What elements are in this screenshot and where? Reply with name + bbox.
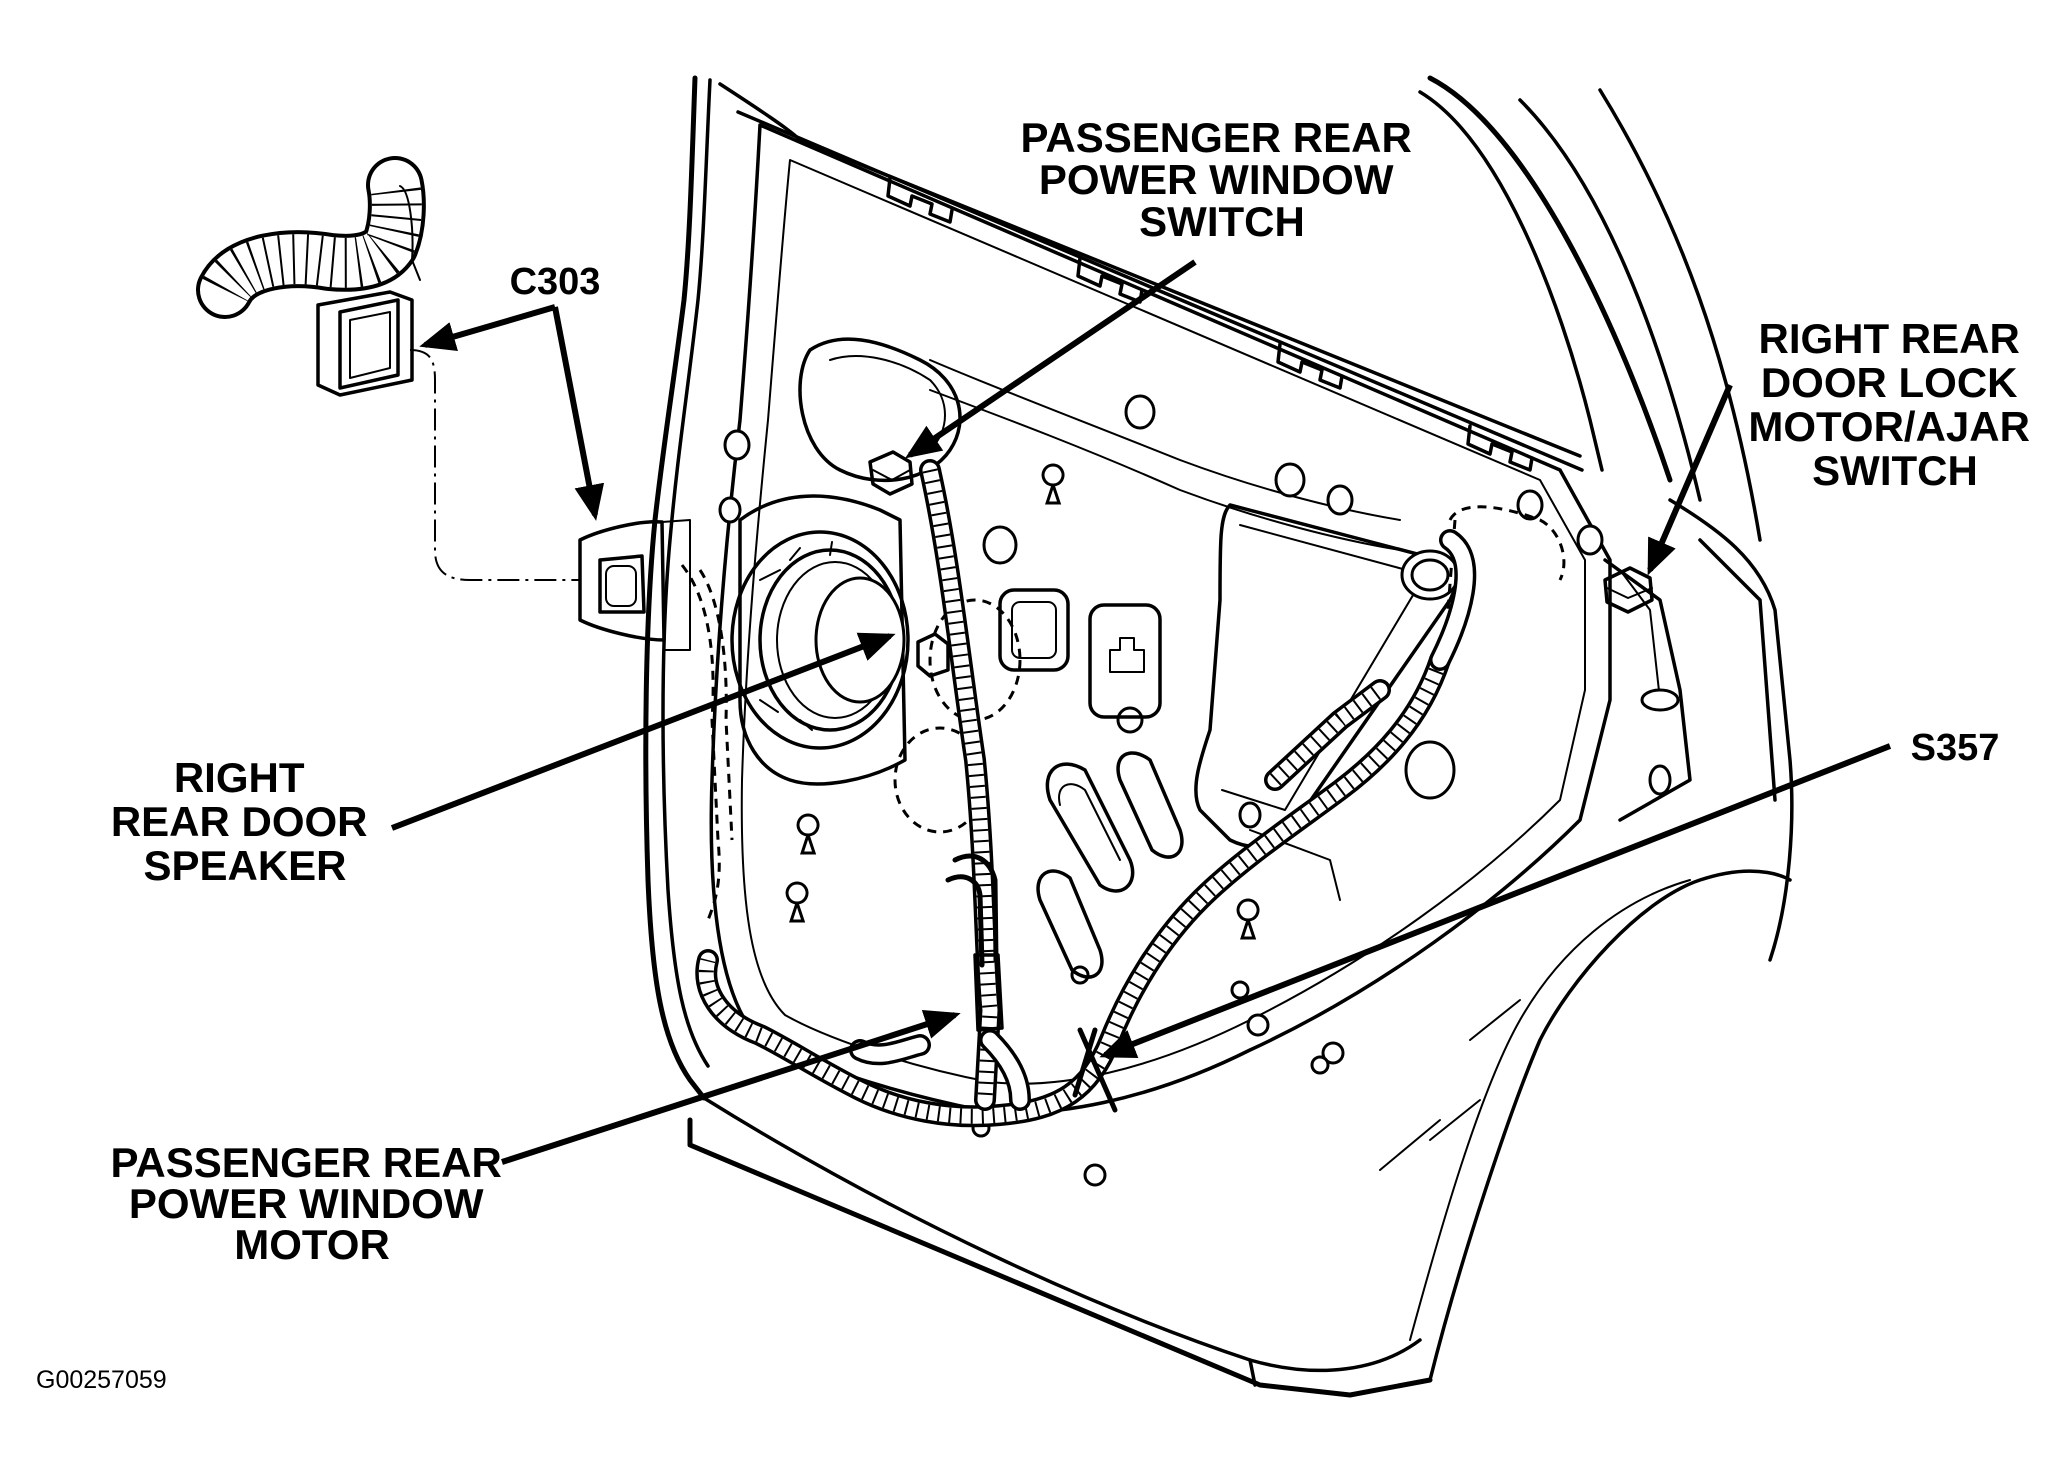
window-motor-label: PASSENGER REAR POWER WINDOW MOTOR	[111, 1139, 514, 1268]
lock-motor-leader	[1647, 383, 1733, 576]
motor-leader	[501, 1009, 961, 1165]
s357-label: S357	[1911, 727, 2000, 769]
c303-leader-to-stub	[419, 304, 556, 351]
speaker-label: RIGHT REAR DOOR SPEAKER	[111, 754, 379, 889]
wiring-harness	[695, 459, 1477, 1128]
window-motor-pigtail	[945, 853, 1004, 1032]
door-lock-connector	[1603, 566, 1654, 614]
window-switch-label: PASSENGER REAR POWER WINDOW SWITCH	[1021, 114, 1424, 245]
s357-leader	[1099, 743, 1892, 1058]
c303-leader-to-door	[552, 306, 605, 521]
c303-harness-stub	[196, 156, 580, 581]
c303-door-connector	[578, 519, 691, 651]
door-frame	[643, 75, 1794, 1398]
switch-leader	[905, 259, 1197, 459]
door-lock-motor-label: RIGHT REAR DOOR LOCK MOTOR/AJAR SWITCH	[1748, 315, 2041, 494]
inner-door-panel	[709, 123, 1692, 1187]
leader-arrows	[390, 259, 1892, 1165]
window-switch-connector	[868, 450, 950, 678]
c303-label: C303	[510, 261, 601, 303]
figure-code: G00257059	[36, 1366, 167, 1394]
speaker-leader	[390, 632, 896, 831]
